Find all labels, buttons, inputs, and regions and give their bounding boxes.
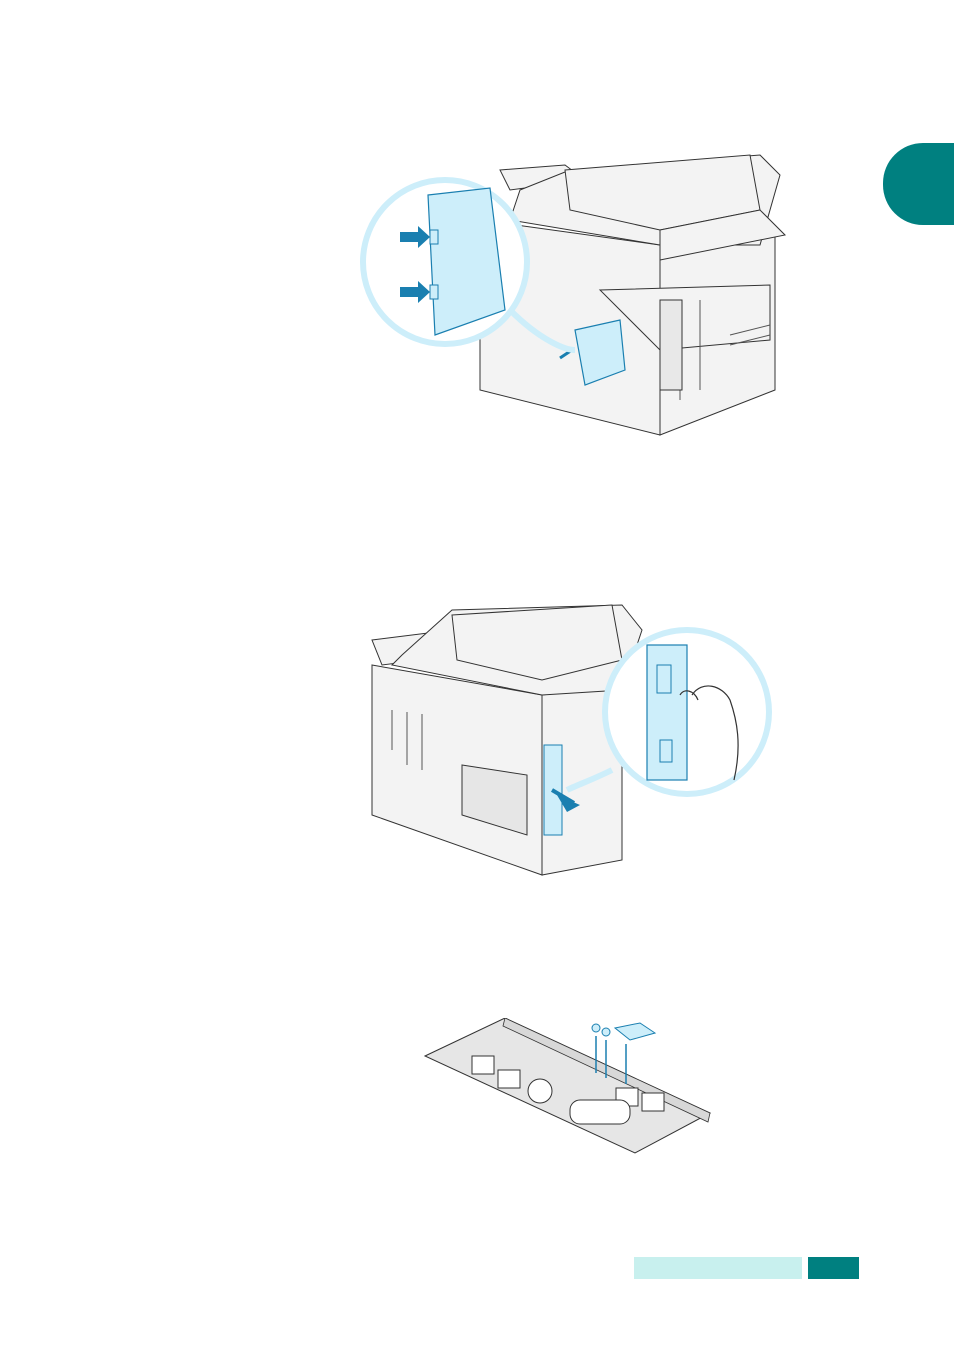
footer-page-box bbox=[808, 1257, 859, 1279]
port-plate-knockouts-figure bbox=[420, 1018, 720, 1160]
chapter-tab bbox=[883, 143, 954, 225]
printer-port-plate-figure bbox=[362, 600, 774, 880]
footer-bar bbox=[634, 1257, 802, 1279]
printer-port-plate-illustration bbox=[362, 600, 774, 880]
port-plate-knockouts-illustration bbox=[420, 1018, 720, 1160]
printer-rear-cover-illustration bbox=[360, 150, 790, 450]
printer-rear-cover-figure bbox=[360, 150, 790, 450]
